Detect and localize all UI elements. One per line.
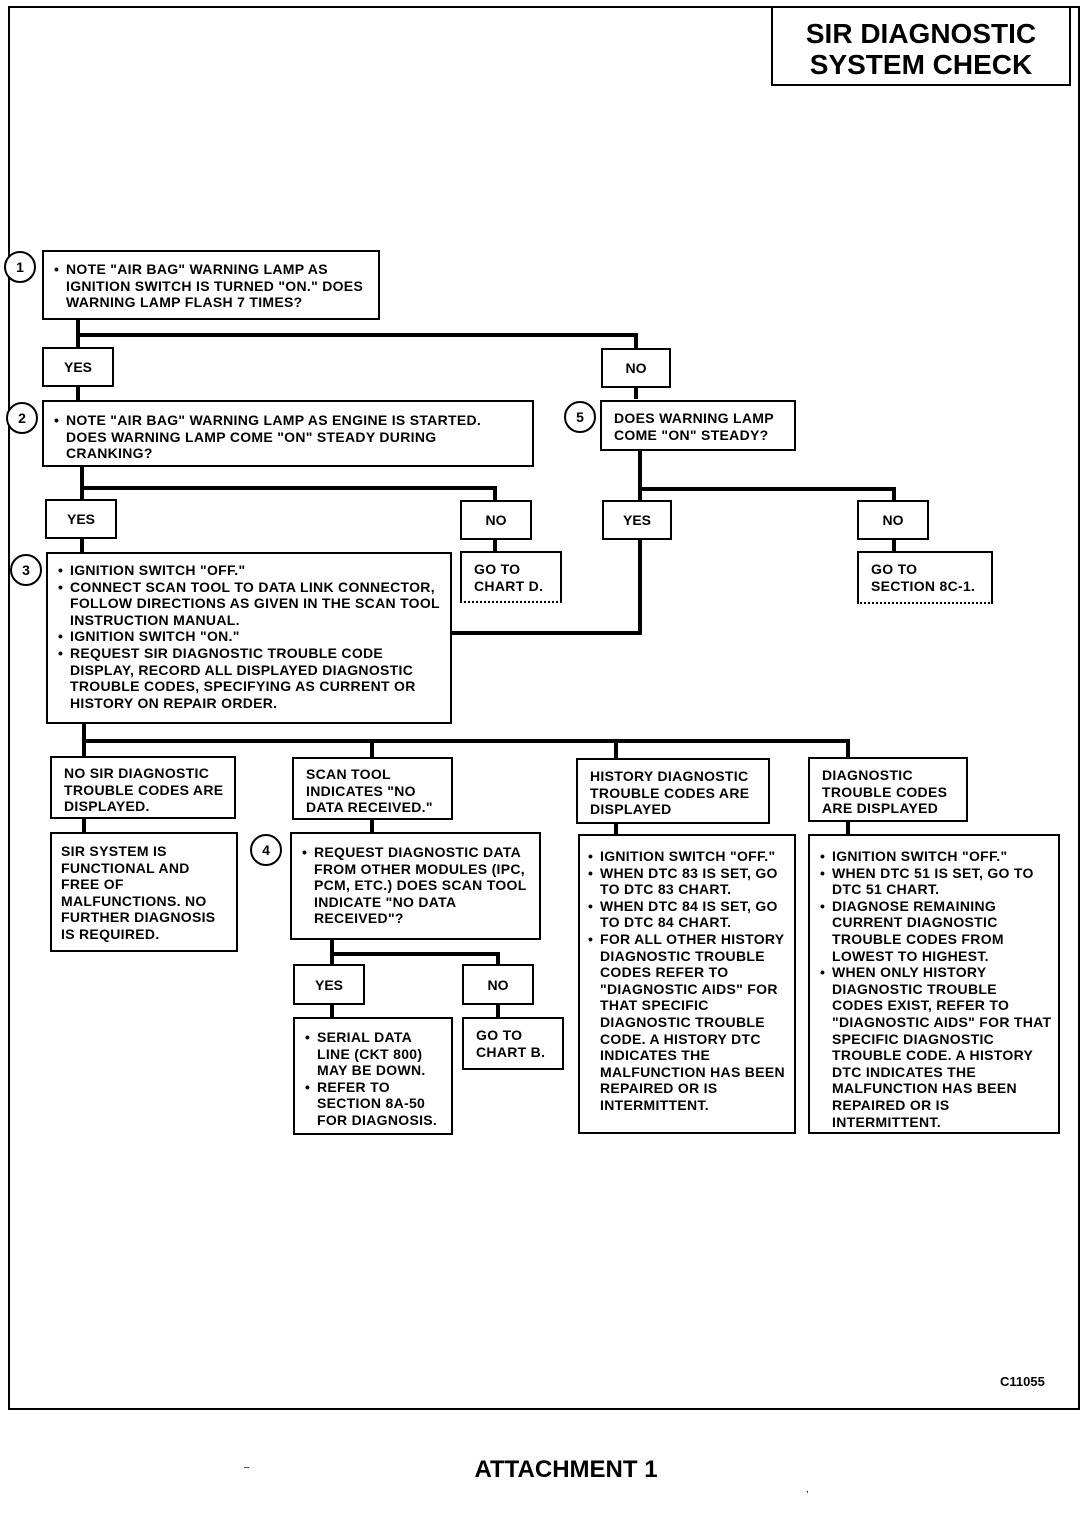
- dtc-action-item: WHEN ONLY HISTORY DIAGNOSTIC TROUBLE COD…: [820, 964, 1052, 1130]
- step2-box: NOTE "AIR BAG" WARNING LAMP AS ENGINE IS…: [42, 400, 534, 467]
- connector-line: [493, 538, 497, 552]
- serial-data-item: REFER TO SECTION 8A-50 FOR DIAGNOSIS.: [305, 1079, 445, 1129]
- connector-line: [330, 938, 334, 966]
- step-marker-2: 2: [6, 402, 38, 434]
- no-codes-text: NO SIR DIAGNOSTIC TROUBLE CODES ARE DISP…: [64, 765, 224, 815]
- goto-section-8c1-text: GO TO SECTION 8C-1.: [871, 561, 976, 594]
- no-data-box: SCAN TOOL INDICATES "NO DATA RECEIVED.": [292, 757, 453, 820]
- step2-no-label: NO: [460, 500, 532, 540]
- connector-line: [82, 818, 86, 834]
- connector-line: [80, 537, 84, 553]
- step1-text: NOTE "AIR BAG" WARNING LAMP AS IGNITION …: [54, 261, 372, 311]
- step1-no-label: NO: [601, 348, 671, 388]
- connector-line: [638, 538, 642, 635]
- history-codes-text: HISTORY DIAGNOSTIC TROUBLE CODES ARE DIS…: [590, 768, 750, 818]
- goto-chart-b-text: GO TO CHART B.: [476, 1027, 546, 1060]
- connector-line: [370, 739, 374, 759]
- goto-chart-d-box: GO TO CHART D.: [460, 551, 562, 603]
- connector-line: [892, 538, 896, 552]
- step2-yes-label: YES: [45, 499, 117, 539]
- connector-line: [450, 631, 642, 635]
- history-action-item: WHEN DTC 84 IS SET, GO TO DTC 84 CHART.: [588, 898, 788, 931]
- history-action-item: IGNITION SWITCH "OFF.": [588, 848, 788, 865]
- dtc-action-item: IGNITION SWITCH "OFF.": [820, 848, 1052, 865]
- dtc-action-item: DIAGNOSE REMAINING CURRENT DIAGNOSTIC TR…: [820, 898, 1052, 964]
- step-marker-1: 1: [4, 251, 36, 283]
- step5-box: DOES WARNING LAMP COME "ON" STEADY?: [600, 400, 796, 451]
- step5-text: DOES WARNING LAMP COME "ON" STEADY?: [614, 410, 774, 443]
- connector-line: [76, 386, 80, 402]
- step4-yes-label: YES: [293, 964, 365, 1005]
- history-actions-box: IGNITION SWITCH "OFF." WHEN DTC 83 IS SE…: [578, 834, 796, 1134]
- connector-line: [496, 952, 500, 966]
- dtc-actions-box: IGNITION SWITCH "OFF." WHEN DTC 51 IS SE…: [808, 834, 1060, 1134]
- scan-mark: –: [244, 1462, 250, 1473]
- step1-box: NOTE "AIR BAG" WARNING LAMP AS IGNITION …: [42, 250, 380, 320]
- step2-text: NOTE "AIR BAG" WARNING LAMP AS ENGINE IS…: [54, 412, 526, 462]
- goto-chart-d-text: GO TO CHART D.: [474, 561, 544, 594]
- connector-line: [638, 487, 896, 491]
- dtc-codes-box: DIAGNOSTIC TROUBLE CODES ARE DISPLAYED: [808, 757, 968, 822]
- connector-line: [846, 820, 850, 836]
- connector-line: [634, 333, 638, 348]
- connector-line: [80, 466, 84, 500]
- chart-title: SIR DIAGNOSTIC SYSTEM CHECK: [771, 8, 1071, 86]
- dtc-action-item: WHEN DTC 51 IS SET, GO TO DTC 51 CHART.: [820, 865, 1052, 898]
- connector-line: [614, 822, 618, 836]
- no-codes-result-text: SIR SYSTEM IS FUNCTIONAL AND FREE OF MAL…: [61, 843, 216, 942]
- connector-line: [892, 487, 896, 501]
- step4-box: REQUEST DIAGNOSTIC DATA FROM OTHER MODUL…: [290, 832, 541, 940]
- connector-line: [76, 318, 80, 348]
- goto-chart-b-box: GO TO CHART B.: [462, 1017, 564, 1070]
- dtc-codes-text: DIAGNOSTIC TROUBLE CODES ARE DISPLAYED: [822, 767, 948, 817]
- serial-data-item: SERIAL DATA LINE (CKT 800) MAY BE DOWN.: [305, 1029, 445, 1079]
- step3-box: IGNITION SWITCH "OFF." CONNECT SCAN TOOL…: [46, 552, 452, 724]
- connector-line: [76, 333, 636, 337]
- figure-code: C11055: [1000, 1374, 1045, 1389]
- step3-item: IGNITION SWITCH "OFF.": [58, 562, 444, 579]
- connector-line: [638, 449, 642, 502]
- step3-item: REQUEST SIR DIAGNOSTIC TROUBLE CODE DISP…: [58, 645, 444, 711]
- connector-line: [846, 739, 850, 760]
- connector-line: [80, 486, 496, 490]
- connector-line: [493, 486, 497, 501]
- serial-data-box: SERIAL DATA LINE (CKT 800) MAY BE DOWN. …: [293, 1017, 453, 1135]
- step5-no-label: NO: [857, 500, 929, 540]
- connector-line: [614, 739, 618, 760]
- history-codes-box: HISTORY DIAGNOSTIC TROUBLE CODES ARE DIS…: [576, 758, 770, 824]
- step3-item: IGNITION SWITCH "ON.": [58, 628, 444, 645]
- connector-line: [634, 387, 638, 399]
- step4-no-label: NO: [462, 964, 534, 1005]
- page-frame: [8, 6, 1080, 1410]
- step4-text: REQUEST DIAGNOSTIC DATA FROM OTHER MODUL…: [302, 844, 533, 927]
- step5-yes-label: YES: [602, 500, 672, 540]
- no-data-text: SCAN TOOL INDICATES "NO DATA RECEIVED.": [306, 766, 433, 816]
- connector-line: [82, 722, 86, 758]
- step-marker-3: 3: [10, 554, 42, 586]
- connector-line: [496, 1003, 500, 1019]
- footer-attachment-label: ATTACHMENT 1: [0, 1456, 1088, 1484]
- connector-line: [82, 739, 850, 743]
- chart-title-line2: SYSTEM CHECK: [809, 49, 1033, 80]
- history-action-item: WHEN DTC 83 IS SET, GO TO DTC 83 CHART.: [588, 865, 788, 898]
- scan-mark: ,: [806, 1484, 809, 1495]
- history-action-item: FOR ALL OTHER HISTORY DIAGNOSTIC TROUBLE…: [588, 931, 788, 1114]
- no-codes-box: NO SIR DIAGNOSTIC TROUBLE CODES ARE DISP…: [50, 756, 236, 819]
- step1-yes-label: YES: [42, 347, 114, 387]
- chart-title-line1: SIR DIAGNOSTIC: [805, 18, 1037, 49]
- step3-item: CONNECT SCAN TOOL TO DATA LINK CONNECTOR…: [58, 579, 444, 629]
- no-codes-result-box: SIR SYSTEM IS FUNCTIONAL AND FREE OF MAL…: [50, 832, 238, 952]
- goto-section-8c1-box: GO TO SECTION 8C-1.: [857, 551, 993, 604]
- connector-line: [370, 818, 374, 834]
- step-marker-5: 5: [564, 401, 596, 433]
- connector-line: [330, 1003, 334, 1019]
- step-marker-4: 4: [250, 834, 282, 866]
- connector-line: [330, 952, 500, 956]
- footer-text: ATTACHMENT 1: [474, 1456, 658, 1483]
